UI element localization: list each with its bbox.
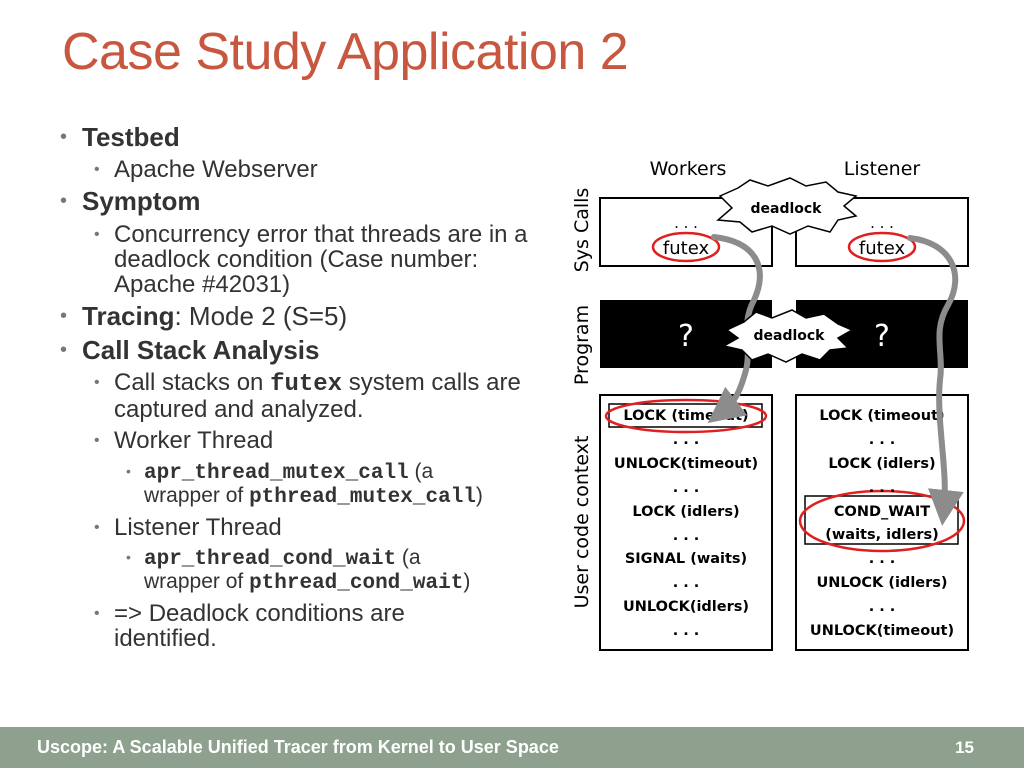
bullet-dot: •	[94, 432, 100, 450]
listener-condwait-highlight	[798, 489, 966, 553]
bullet-listener-fn: • apr_thread_cond_wait (a wrapper of pth…	[60, 545, 550, 595]
bullet-text: Worker Thread	[114, 427, 274, 455]
bullet-tracing: • Tracing: Mode 2 (S=5)	[60, 303, 550, 330]
code-text: pthread_mutex_call	[249, 485, 476, 509]
code-text: pthread_cond_wait	[249, 571, 464, 595]
listener-program-unknown: ?	[874, 319, 890, 354]
bullet-text: Listener Thread	[114, 513, 282, 541]
worker-stack-frame: SIGNAL (waits)	[625, 551, 747, 567]
bullet-text: => Deadlock conditions are identified.	[114, 599, 405, 653]
bullet-dot: •	[94, 518, 100, 536]
bullet-dot: •	[126, 548, 131, 565]
bullet-text: )	[475, 483, 483, 507]
bullet-conclusion: • => Deadlock conditions are identified.	[60, 601, 514, 651]
listener-stack-frame: . . .	[869, 599, 896, 615]
bullet-csa-item1: • Call stacks on futex system calls are …	[60, 370, 544, 422]
bullet-text: wrapper of	[144, 483, 250, 507]
listener-stack-frame: LOCK (timeout)	[819, 408, 944, 424]
page-number: 15	[955, 738, 974, 757]
bullet-worker-thread: • Worker Thread	[60, 428, 550, 453]
bullet-dot: •	[94, 161, 100, 179]
bullet-dot: •	[60, 338, 68, 361]
worker-stack-frame: . . .	[673, 432, 700, 448]
bullet-testbed-value: • Apache Webserver	[60, 157, 550, 182]
worker-stack-frame: UNLOCK(idlers)	[623, 599, 749, 615]
bullet-label: Testbed	[82, 122, 180, 152]
bullet-text: system calls are captured and analyzed.	[114, 368, 521, 424]
code-text: apr_thread_mutex_call	[144, 461, 409, 485]
bullet-dot: •	[60, 305, 68, 328]
listener-stack-frame: . . .	[869, 432, 896, 448]
bullet-text: Apache Webserver	[114, 156, 318, 184]
bullet-text: Concurrency error that threads are in a …	[114, 220, 528, 299]
deadlock-label-syscalls: deadlock	[750, 201, 822, 217]
bullet-text: (a	[396, 545, 421, 569]
listener-stack-frame: LOCK (idlers)	[828, 456, 935, 472]
bullet-list: • Testbed • Apache Webserver • Symptom •…	[60, 118, 550, 651]
bullet-symptom: • Symptom	[60, 188, 550, 215]
bullet-text: )	[463, 569, 471, 593]
listener-stack-frame: UNLOCK(timeout)	[810, 623, 954, 639]
bullet-label: Call Stack Analysis	[82, 334, 320, 365]
bullet-dot: •	[94, 373, 100, 391]
listener-stack-frame: . . .	[869, 480, 896, 496]
worker-stack-frame: LOCK (timeout)	[623, 408, 748, 424]
row-label-program: Program	[571, 305, 593, 385]
bullet-dot: •	[60, 190, 68, 213]
column-header-workers: Workers	[650, 158, 727, 180]
bullet-dot: •	[60, 126, 68, 148]
bullet-dot: •	[94, 604, 100, 622]
deadlock-diagram: Workers Listener Sys Calls Program User …	[571, 158, 969, 651]
footer-bar: Uscope: A Scalable Unified Tracer from K…	[0, 727, 1024, 768]
worker-lock-highlight	[604, 398, 768, 434]
deadlock-burst-syscalls	[716, 177, 858, 235]
bullet-text: wrapper of	[144, 569, 250, 593]
deadlock-burst-program	[721, 309, 854, 363]
worker-user-code-box	[599, 394, 773, 651]
bullet-label: Tracing	[82, 301, 175, 332]
row-label-syscalls: Sys Calls	[571, 188, 593, 273]
worker-stack-frame: . . .	[673, 623, 700, 639]
code-text: apr_thread_cond_wait	[144, 547, 397, 571]
bullet-testbed: • Testbed	[60, 122, 550, 152]
worker-syscalls-dots: . . .	[674, 214, 698, 232]
bullet-text: : Mode 2 (S=5)	[174, 301, 348, 332]
footer-title: Uscope: A Scalable Unified Tracer from K…	[37, 737, 559, 757]
listener-futex-highlight	[847, 231, 917, 263]
worker-stack-frame: . . .	[673, 575, 700, 591]
bullet-dot: •	[126, 462, 131, 479]
listener-stack-frame: UNLOCK (idlers)	[816, 575, 947, 591]
column-header-listener: Listener	[844, 158, 921, 180]
bullet-call-stack-analysis: • Call Stack Analysis	[60, 334, 550, 365]
slide-title: Case Study Application 2	[62, 23, 629, 81]
listener-syscalls-dots: . . .	[870, 214, 894, 232]
code-text: futex	[270, 370, 343, 398]
row-label-user-code: User code context	[571, 436, 593, 609]
bullet-label: Symptom	[82, 186, 201, 217]
listener-stack-frame: . . .	[869, 551, 896, 567]
bullet-worker-fn: • apr_thread_mutex_call (a wrapper of pt…	[60, 459, 550, 509]
bullet-listener-thread: • Listener Thread	[60, 513, 550, 541]
worker-futex-label: futex	[663, 238, 710, 259]
worker-futex-highlight	[651, 231, 721, 263]
listener-stack-frame: (waits, idlers)	[825, 527, 938, 543]
bullet-dot: •	[94, 225, 100, 243]
listener-stack-frame: COND_WAIT	[834, 504, 930, 520]
worker-stack-frame: UNLOCK(timeout)	[614, 456, 758, 472]
bullet-text: (a	[408, 459, 434, 483]
listener-futex-label: futex	[859, 238, 906, 259]
deadlock-label-program: deadlock	[753, 328, 825, 344]
worker-stack-frame: . . .	[673, 528, 700, 544]
worker-lock-frame	[608, 403, 763, 428]
worker-stack-frame: . . .	[673, 480, 700, 496]
worker-stack-frame: LOCK (idlers)	[632, 504, 739, 520]
worker-program-unknown: ?	[678, 319, 694, 354]
bullet-text: Call stacks on	[114, 368, 271, 396]
bullet-symptom-desc: • Concurrency error that threads are in …	[60, 222, 544, 298]
listener-call-arrow	[907, 235, 964, 526]
